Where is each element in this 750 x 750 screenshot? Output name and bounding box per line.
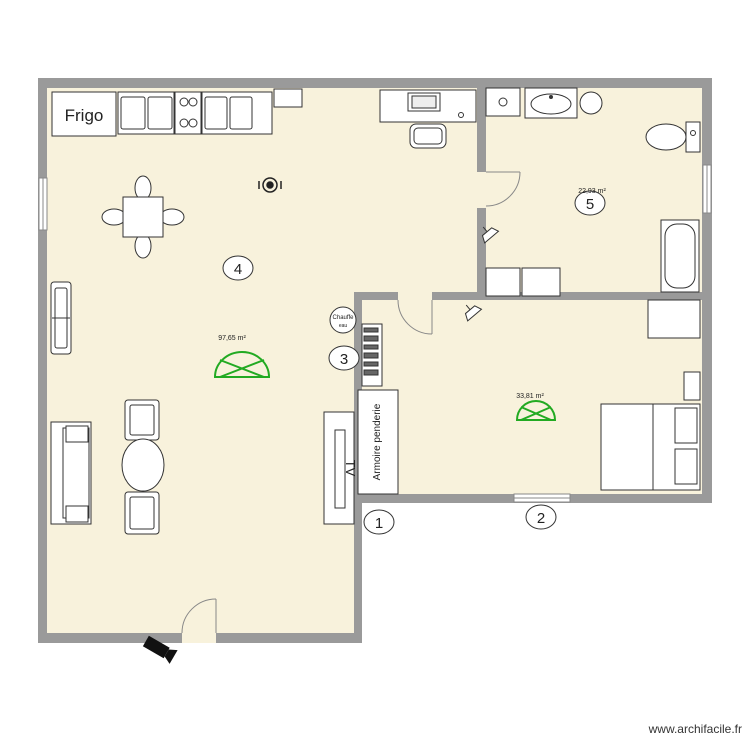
bedroom <box>600 299 701 491</box>
cabinet-right <box>521 267 561 297</box>
room-markers <box>222 190 606 535</box>
room-5-area: 22,93 m² <box>578 188 606 195</box>
room-4-area: 97,65 m² <box>218 335 246 342</box>
room-4-marker <box>222 255 254 281</box>
room-2-number: 2 <box>537 510 545 527</box>
round-table <box>121 438 165 492</box>
chair-right <box>159 208 185 226</box>
room-2-marker <box>525 504 557 530</box>
office <box>379 89 477 149</box>
wall-lamps <box>464 226 500 322</box>
dining-table <box>122 196 164 238</box>
door-bedroom <box>398 292 432 300</box>
cooktop <box>174 91 202 135</box>
fridge-label: Frigo <box>65 106 104 125</box>
room-areas: 97,65 m² 22,93 m² 33,81 m² <box>218 188 606 400</box>
speaker-icon <box>258 177 282 193</box>
light-icon-bedroom <box>515 400 557 421</box>
water-heater-label-2: eau <box>339 323 348 329</box>
wardrobe <box>357 389 399 495</box>
water-heater: Chauffe eau <box>329 306 357 334</box>
cabinet-left <box>485 267 521 297</box>
light-icon-living <box>213 351 271 378</box>
room-1-marker <box>363 509 395 535</box>
room-5-number: 5 <box>586 196 594 213</box>
room-2-area: 33,81 m² <box>516 393 544 400</box>
room-5-marker <box>574 190 606 216</box>
room-numbers: 4 5 3 1 2 <box>234 196 594 532</box>
chair-left <box>101 208 127 226</box>
door-bathroom <box>477 172 486 208</box>
door-bedroom-swing <box>397 299 433 335</box>
camera-icon <box>142 635 178 664</box>
tv-label: TV <box>343 460 358 477</box>
wardrobe-label: Armoire penderie <box>372 403 383 480</box>
fridge <box>51 91 117 137</box>
wall-lamp-icon-2 <box>464 304 483 322</box>
dishwasher <box>273 88 303 108</box>
toilet-tank <box>685 121 701 153</box>
doors <box>181 171 521 643</box>
dining-set <box>101 175 185 259</box>
windows <box>38 164 712 503</box>
room-4-number: 4 <box>234 261 242 278</box>
nightstand <box>683 371 701 401</box>
chair-bottom <box>134 233 152 259</box>
tv-unit: TV <box>323 411 358 525</box>
door-entry <box>182 633 216 643</box>
room-1-number: 1 <box>375 515 383 532</box>
chair-top <box>134 175 152 201</box>
room-3-number: 3 <box>340 351 348 368</box>
bin <box>579 91 603 115</box>
watermark: www.archifacile.fr <box>648 722 742 736</box>
toilet-bowl <box>645 123 687 151</box>
bathroom <box>485 87 701 297</box>
water-heater-label-1: Chauffe <box>333 315 355 321</box>
door-bathroom-swing <box>485 171 521 207</box>
lounge-set <box>121 399 165 535</box>
door-entry-swing <box>181 598 217 634</box>
room-3-marker <box>328 345 360 371</box>
radiator <box>50 281 72 355</box>
storage: Armoire penderie <box>357 323 399 495</box>
sofa <box>50 421 92 525</box>
washing-machine <box>485 87 521 117</box>
wall-lamp-icon-1 <box>481 226 500 244</box>
ceiling-lights <box>213 351 557 421</box>
bedroom-desk <box>647 299 701 339</box>
kitchen: Frigo <box>51 88 303 137</box>
